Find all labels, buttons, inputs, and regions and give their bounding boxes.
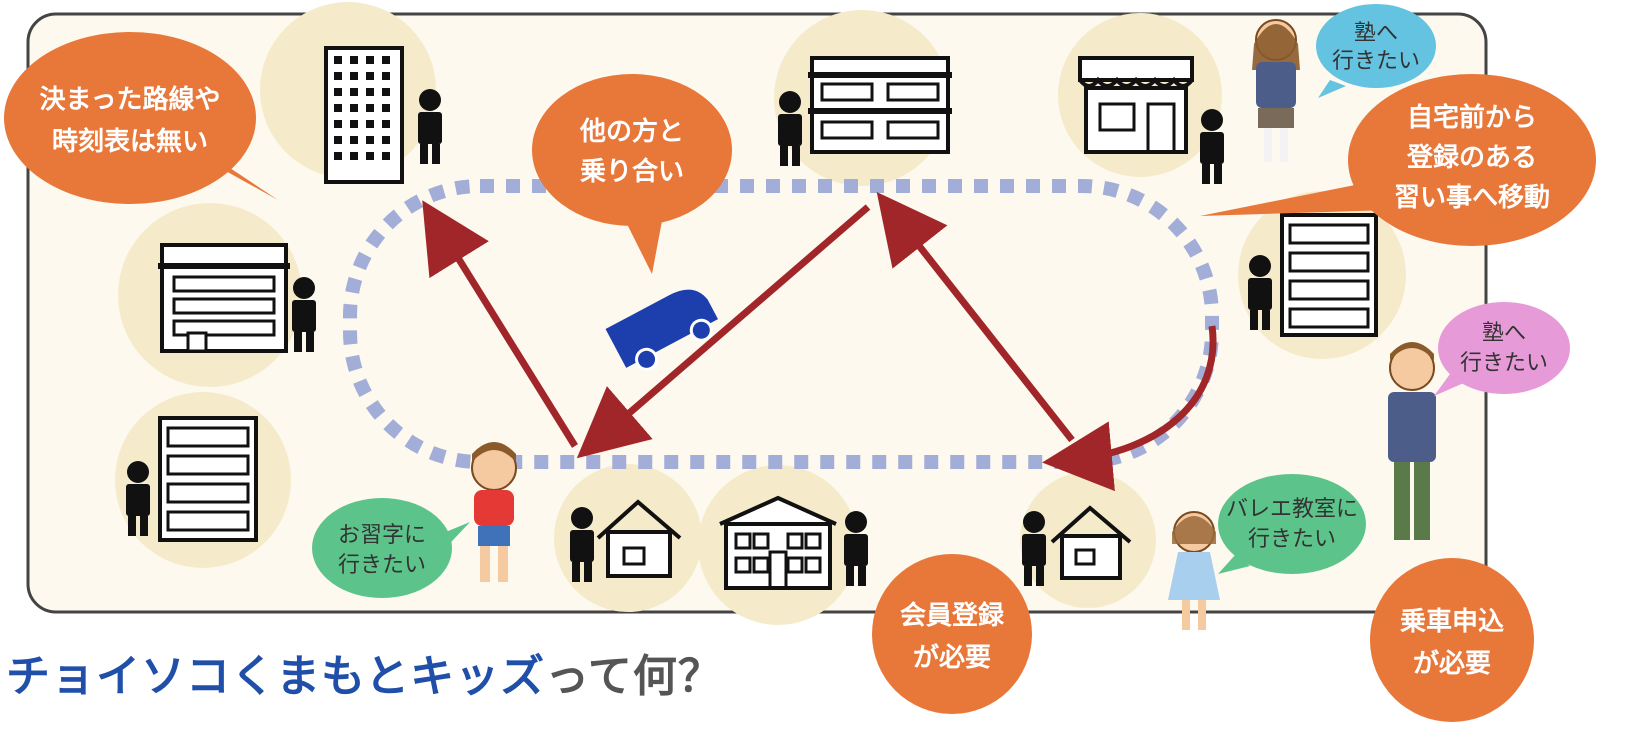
- house-icon: [596, 499, 682, 578]
- callout-ride-request: 乗車申込 が必要: [1370, 558, 1534, 722]
- apartment-icon: [808, 56, 952, 154]
- speech-girl-cram: 塾へ 行きたい: [1316, 4, 1436, 98]
- house-icon: [1050, 505, 1132, 580]
- speech-girl-ballet-line2: 行きたい: [1248, 527, 1336, 552]
- callout-home-to-lesson-line1: 自宅前から: [1407, 102, 1537, 133]
- callout-member-registration-line2: が必要: [913, 642, 991, 673]
- apartment-icon: [158, 416, 258, 542]
- callout-ride-request-line1: 乗車申込: [1400, 607, 1504, 637]
- speech-girl-cram-line2: 行きたい: [1332, 49, 1420, 74]
- small-girl-character: [1168, 511, 1220, 630]
- speech-boy-calligraphy-line1: お習字に: [338, 523, 426, 548]
- callout-home-to-lesson-line2: 登録のある: [1406, 142, 1537, 173]
- speech-boy-cram-line1: 塾へ: [1482, 321, 1526, 346]
- apartment-icon: [1280, 213, 1378, 337]
- girl-character: [1252, 19, 1300, 162]
- trip-arrows: [422, 192, 1217, 492]
- speech-boy-calligraphy: お習字に 行きたい: [312, 498, 470, 598]
- callout-no-route-line1: 決まった路線や: [40, 84, 221, 115]
- title-brand: チョイソコくまもとキッズ: [6, 651, 546, 702]
- callout-member-registration: 会員登録 が必要: [872, 554, 1032, 714]
- callout-no-route: 決まった路線や 時刻表は無い: [4, 32, 278, 204]
- shop-icon: [1078, 56, 1194, 154]
- callout-no-route-line2: 時刻表は無い: [52, 126, 208, 157]
- speech-boy-cram-line2: 行きたい: [1460, 351, 1548, 376]
- callout-member-registration-line1: 会員登録: [900, 600, 1005, 631]
- callout-ride-request-line2: が必要: [1413, 648, 1491, 679]
- boy-character: [471, 442, 517, 582]
- callout-home-to-lesson-line3: 習い事へ移動: [1394, 183, 1550, 213]
- title-question: って何？: [545, 651, 723, 702]
- page-title: チョイソコくまもとキッズって何？: [6, 640, 723, 704]
- school-icon: [719, 495, 837, 590]
- callout-rideshare-line1: 他の方と: [579, 116, 684, 147]
- speech-girl-cram-line1: 塾へ: [1354, 21, 1398, 46]
- callout-rideshare: 他の方と 乗り合い: [532, 74, 732, 274]
- teen-boy-character: [1388, 342, 1436, 540]
- tall-building-icon: [324, 46, 404, 184]
- speech-boy-calligraphy-line2: 行きたい: [338, 553, 426, 578]
- route-loop: [343, 179, 1219, 469]
- van-icon: [605, 289, 719, 371]
- callout-home-to-lesson: 自宅前から 登録のある 習い事へ移動: [1200, 74, 1596, 246]
- apartment-icon: [158, 243, 290, 353]
- speech-girl-ballet: バレエ教室に 行きたい: [1218, 474, 1366, 574]
- speech-boy-cram: 塾へ 行きたい: [1434, 302, 1570, 396]
- speech-girl-ballet-line1: バレエ教室に: [1226, 497, 1358, 522]
- callout-rideshare-line2: 乗り合い: [580, 156, 684, 187]
